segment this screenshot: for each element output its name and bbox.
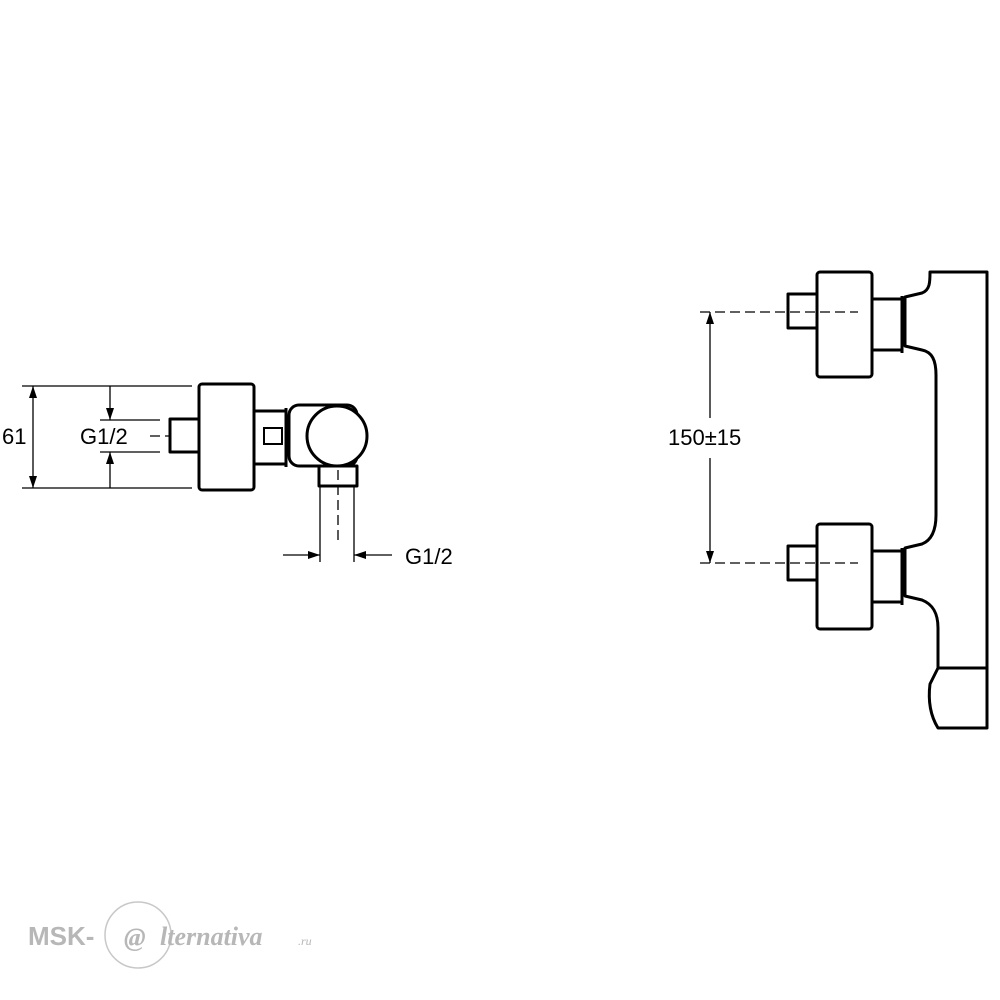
watermark-name: lternativa	[160, 922, 263, 951]
side-stub	[263, 427, 283, 445]
watermark-mark: @	[124, 923, 146, 952]
front-lower-eccentric	[786, 522, 904, 631]
arrow-spacing-top	[706, 312, 714, 324]
side-knob	[305, 404, 369, 468]
arrow-61-top	[29, 386, 37, 398]
arrow-spacing-bottom	[706, 551, 714, 563]
front-bottom-cap	[927, 666, 989, 730]
arrow-outlet-right	[354, 551, 366, 559]
front-upper-nipple	[786, 292, 820, 330]
front-upper-eccentric	[786, 270, 904, 379]
front-view	[700, 270, 989, 730]
front-body-bar	[903, 270, 989, 670]
front-lower-body	[815, 522, 874, 631]
side-neck	[252, 409, 288, 466]
watermark-circle	[104, 901, 172, 969]
dim-label-g12-outlet: G1/2	[405, 544, 453, 569]
watermark-prefix: MSK-	[28, 921, 94, 951]
dim-label-61: 61	[2, 424, 26, 449]
arrow-g12-bottom	[106, 452, 114, 464]
arrow-g12-top	[106, 408, 114, 420]
watermark-logo: MSK- @ lternativa .ru	[28, 901, 312, 969]
arrow-outlet-left	[308, 551, 320, 559]
side-eccentric-body	[197, 382, 256, 492]
arrow-61-bottom	[29, 476, 37, 488]
watermark-suffix: .ru	[298, 934, 312, 948]
front-upper-body	[815, 270, 874, 379]
front-upper-neck	[870, 297, 904, 352]
side-inlet-nipple	[168, 417, 202, 454]
front-lower-neck	[870, 549, 904, 604]
side-view	[22, 382, 392, 562]
dim-label-g12-inlet: G1/2	[80, 424, 128, 449]
dim-label-spacing: 150±15	[668, 425, 741, 450]
